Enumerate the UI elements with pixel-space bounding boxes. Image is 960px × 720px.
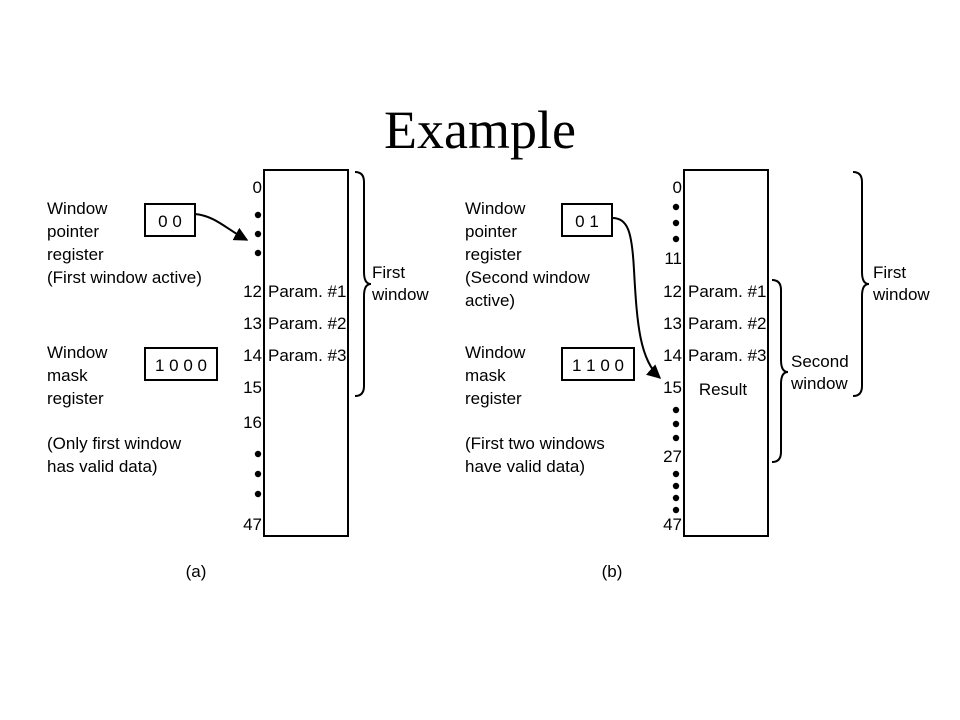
- cell-b-param1: Param. #1: [688, 282, 766, 301]
- caption-b: (b): [602, 562, 623, 581]
- mask-register-box-b: [561, 347, 635, 381]
- cell-a-param1: Param. #1: [268, 282, 346, 301]
- cell-b-param2: Param. #2: [688, 314, 766, 333]
- pointer-register-box-b: [561, 203, 613, 237]
- bracket-label-a: First window: [371, 263, 429, 304]
- index-a-0: 0: [253, 178, 262, 197]
- ellipsis-dots-a-bottom: [254, 450, 262, 498]
- index-b-0: 0: [673, 178, 682, 197]
- ellipsis-dots-a-top: [254, 211, 262, 257]
- pointer-register-label-b: Window pointer register (Second window a…: [465, 199, 594, 310]
- note-a: (Only first window has valid data): [47, 434, 186, 476]
- mask-register-label-b: Window mask register: [465, 343, 530, 408]
- cell-b-param3: Param. #3: [688, 346, 766, 365]
- index-a-12: 12: [243, 282, 262, 301]
- slide-title: Example: [384, 100, 576, 160]
- bracket-second-window-b: [771, 279, 789, 463]
- panel-b: Window pointer register (Second window a…: [465, 169, 930, 581]
- panel-a: Window pointer register (First window ac…: [47, 169, 429, 581]
- ellipsis-dots-b-middle: [672, 406, 680, 442]
- pointer-register-value-b: 0 1: [575, 212, 599, 231]
- pointer-arrow-b: [611, 217, 662, 379]
- pointer-register-box-a: [144, 203, 196, 237]
- mask-register-label-a: Window mask register: [47, 343, 112, 408]
- caption-a: (a): [186, 562, 207, 581]
- ellipsis-dots-b-bottom: [672, 470, 680, 514]
- bracket-second-label-b: Second window: [790, 352, 853, 393]
- index-b-27: 27: [663, 447, 682, 466]
- index-b-47: 47: [663, 515, 682, 534]
- bracket-first-window-a: [354, 171, 372, 397]
- index-b-13: 13: [663, 314, 682, 333]
- pointer-register-label-a: Window pointer register (First window ac…: [47, 199, 202, 287]
- index-a-15: 15: [243, 378, 262, 397]
- index-b-15: 15: [663, 378, 682, 397]
- bracket-first-label-b: First window: [872, 263, 930, 304]
- index-a-13: 13: [243, 314, 262, 333]
- bracket-first-window-b: [852, 171, 870, 397]
- index-a-47: 47: [243, 515, 262, 534]
- index-b-14: 14: [663, 346, 682, 365]
- index-a-14: 14: [243, 346, 262, 365]
- index-b-11: 11: [664, 249, 682, 268]
- mask-register-value-b: 1 1 0 0: [572, 356, 624, 375]
- register-file-a: [263, 169, 349, 537]
- mask-register-box-a: [144, 347, 218, 381]
- index-b-12: 12: [663, 282, 682, 301]
- register-file-b: [683, 169, 769, 537]
- index-a-16: 16: [243, 413, 262, 432]
- pointer-register-value-a: 0 0: [158, 212, 182, 231]
- cell-a-param3: Param. #3: [268, 346, 346, 365]
- ellipsis-dots-b-top: [672, 203, 680, 243]
- note-b: (First two windows have valid data): [465, 434, 610, 476]
- cell-a-param2: Param. #2: [268, 314, 346, 333]
- mask-register-value-a: 1 0 0 0: [155, 356, 207, 375]
- cell-b-result: Result: [699, 380, 747, 399]
- pointer-arrow-a: [194, 213, 249, 241]
